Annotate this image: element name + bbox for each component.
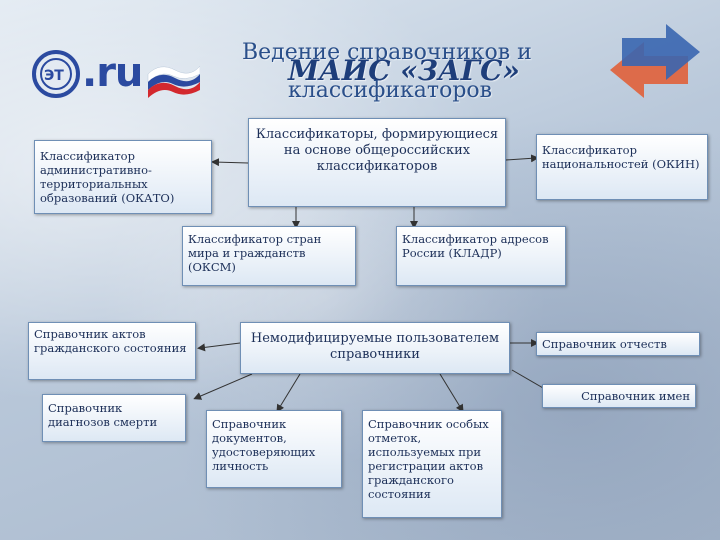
logo-emblem-icon: ЭТ bbox=[32, 50, 201, 98]
title-line-2: классификаторов bbox=[288, 78, 493, 103]
node-unmodifiable: Немодифицируемые пользователем справочни… bbox=[240, 322, 510, 374]
node-patronymics-label: Справочник отчеств bbox=[542, 337, 667, 351]
node-names: Справочник имен bbox=[542, 384, 696, 408]
node-unmodifiable-label: Немодифицируемые пользователем справочни… bbox=[250, 331, 500, 362]
node-main-classifiers-label: Классификаторы, формирующиеся на основе … bbox=[255, 127, 499, 174]
node-special-marks: Справочник особых отметок, используемых … bbox=[362, 410, 502, 518]
node-id-documents: Справочник документов, удостоверяющих ли… bbox=[206, 410, 342, 488]
node-death-diagnoses: Справочник диагнозов смерти bbox=[42, 394, 186, 442]
logo-text: .ru bbox=[82, 50, 143, 96]
logo: ЭТ .ru bbox=[30, 40, 201, 110]
node-death-diagnoses-label: Справочник диагнозов смерти bbox=[48, 401, 158, 429]
title-overlay: МАИС «ЗАГС» bbox=[288, 54, 520, 87]
link-to-okin bbox=[505, 154, 539, 163]
node-acts: Справочник актов гражданского состояния bbox=[28, 322, 196, 380]
title-line-1: Ведение справочников и bbox=[242, 40, 532, 65]
link-to-special-marks bbox=[439, 373, 464, 413]
node-okato-label: Классификатор административно-территориа… bbox=[40, 149, 175, 205]
node-names-label: Справочник имен bbox=[581, 389, 690, 403]
node-oksm-label: Классификатор стран мира и гражданств (О… bbox=[188, 232, 322, 274]
link-to-death-diagnoses bbox=[193, 373, 253, 400]
node-kladr: Классификатор адресов России (КЛАДР) bbox=[396, 226, 566, 286]
node-special-marks-label: Справочник особых отметок, используемых … bbox=[368, 417, 489, 501]
node-kladr-label: Классификатор адресов России (КЛАДР) bbox=[402, 232, 549, 260]
node-patronymics: Справочник отчеств bbox=[536, 332, 700, 356]
node-okin-label: Классификатор национальностей (ОКИН) bbox=[542, 143, 700, 171]
link-to-id-documents bbox=[276, 373, 301, 413]
svg-text:ЭТ: ЭТ bbox=[44, 68, 64, 84]
node-okato: Классификатор административно-территориа… bbox=[34, 140, 212, 214]
node-okin: Классификатор национальностей (ОКИН) bbox=[536, 134, 708, 200]
link-to-okato bbox=[211, 158, 249, 167]
node-oksm: Классификатор стран мира и гражданств (О… bbox=[182, 226, 356, 286]
exchange-arrows-icon bbox=[610, 24, 700, 98]
link-to-acts bbox=[197, 342, 241, 352]
node-id-documents-label: Справочник документов, удостоверяющих ли… bbox=[212, 417, 316, 473]
node-acts-label: Справочник актов гражданского состояния bbox=[34, 327, 187, 355]
node-main-classifiers: Классификаторы, формирующиеся на основе … bbox=[248, 118, 506, 207]
